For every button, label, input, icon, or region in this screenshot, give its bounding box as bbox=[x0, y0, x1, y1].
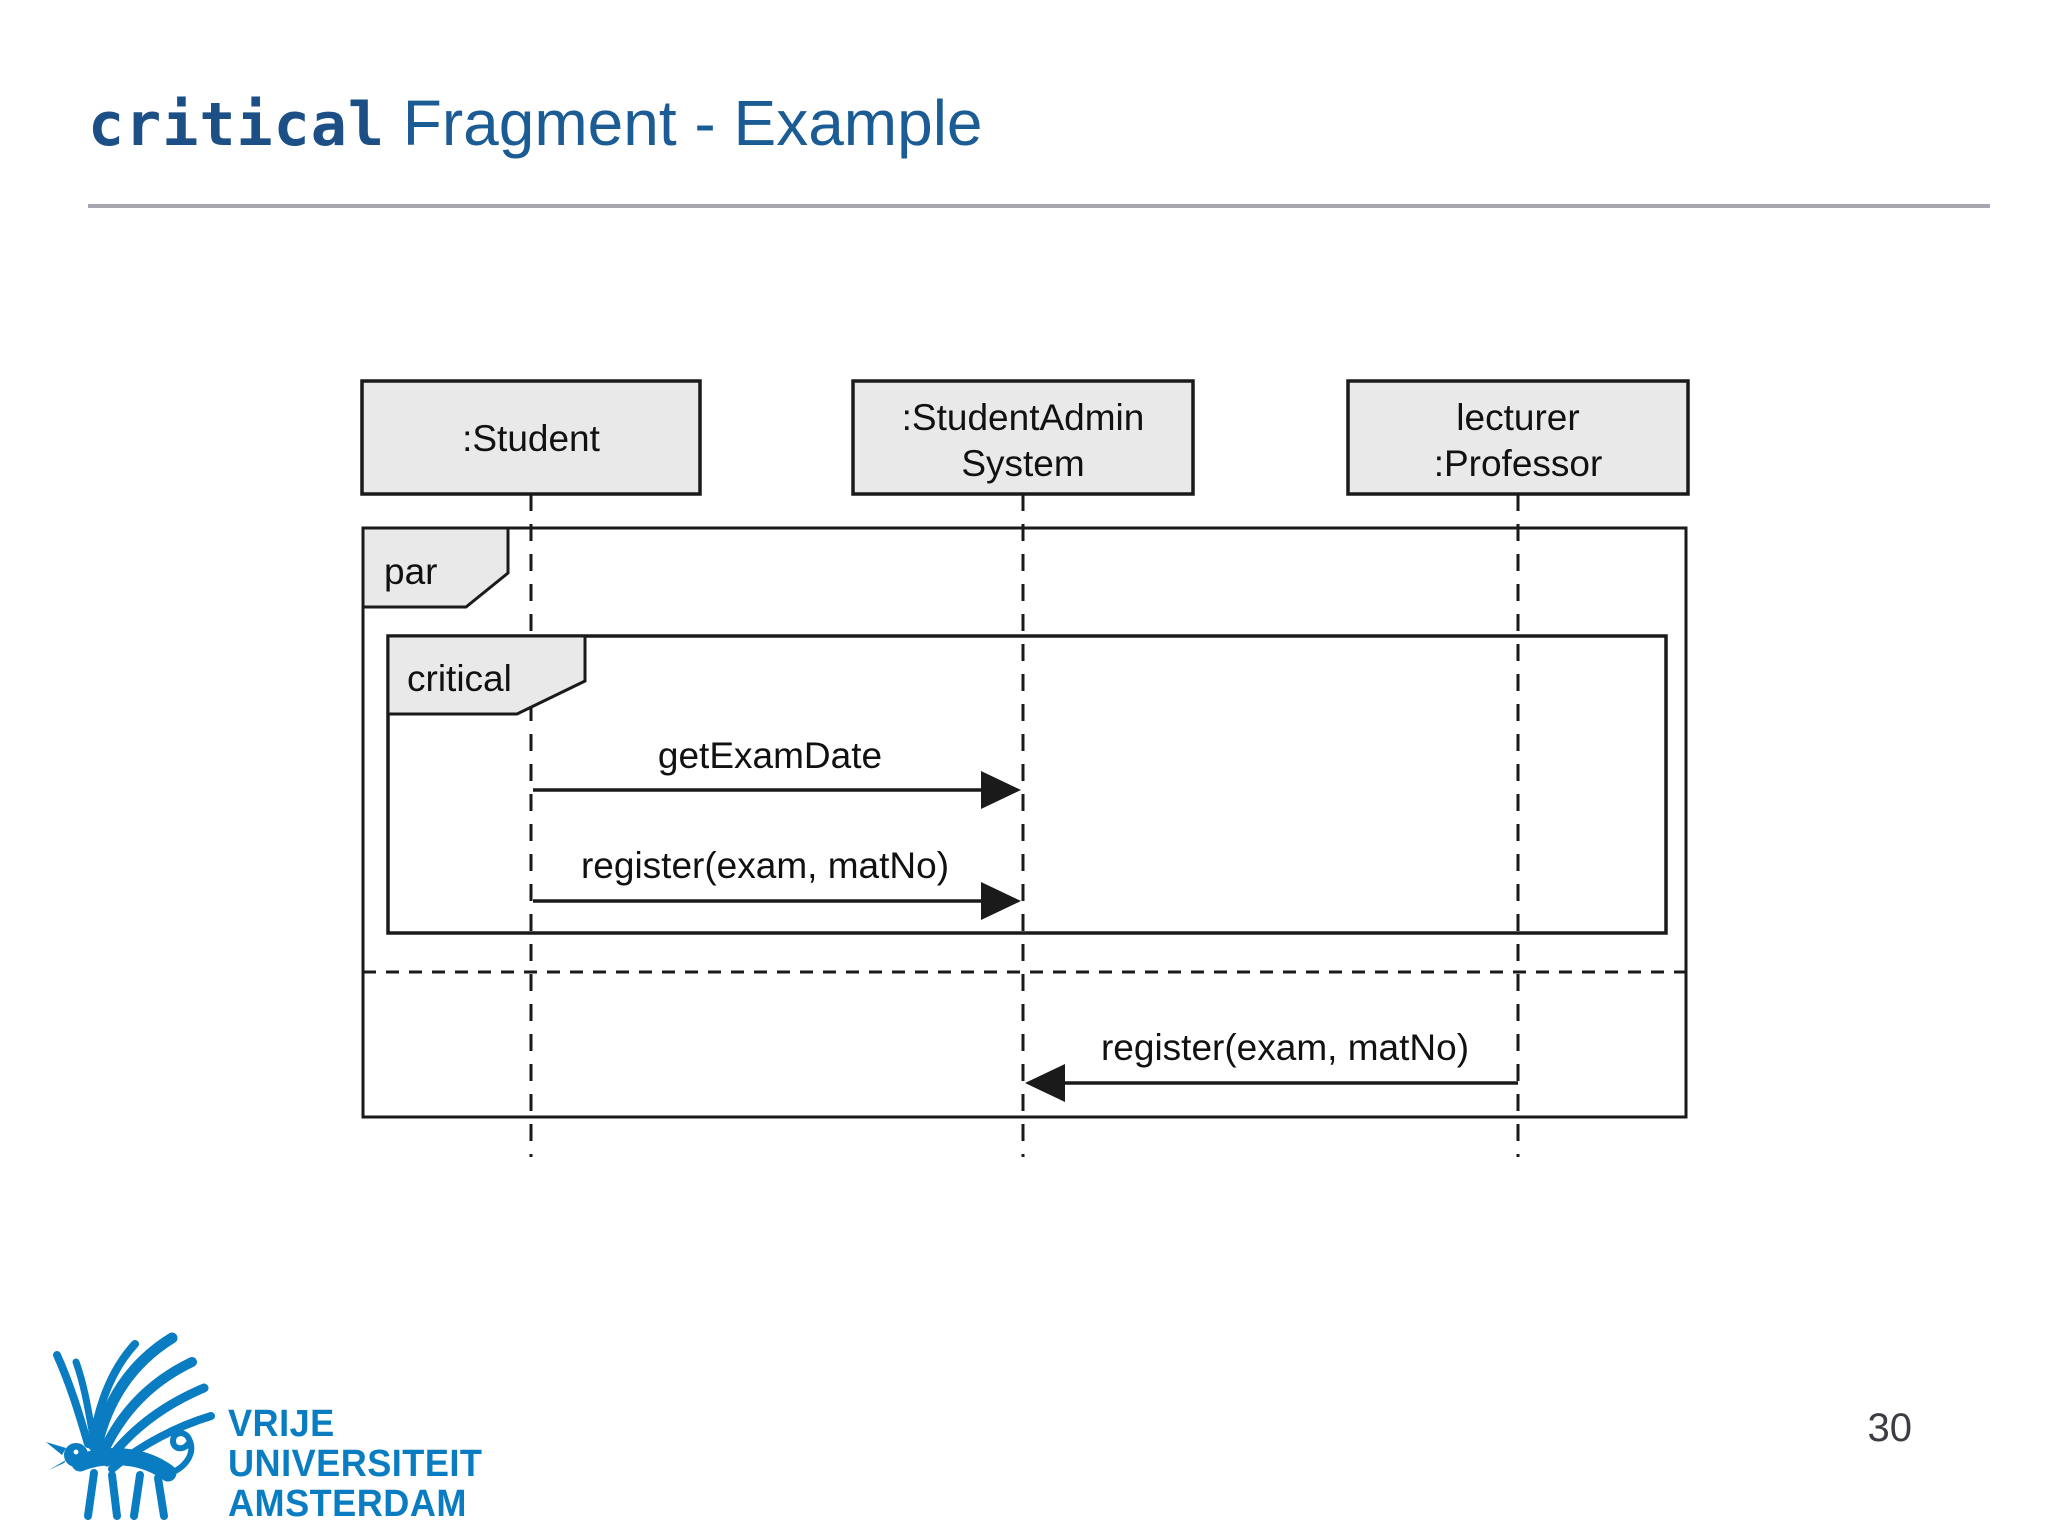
message-label-register-student: register(exam, matNo) bbox=[581, 845, 949, 886]
page-title: critical Fragment - Example bbox=[88, 88, 983, 158]
lifeline-label-student: :Student bbox=[462, 418, 601, 459]
par-operator-pentagon bbox=[361, 526, 510, 609]
title-rest-part: Fragment - Example bbox=[384, 87, 983, 159]
message-arrowhead-get-exam-date bbox=[981, 771, 1021, 809]
critical-operator-label: critical bbox=[407, 658, 512, 699]
critical-fragment-frame bbox=[386, 634, 1668, 935]
par-fragment-frame bbox=[361, 526, 1688, 1119]
message-label-get-exam-date: getExamDate bbox=[658, 735, 882, 776]
vu-griffin-logo-icon bbox=[46, 1332, 215, 1520]
lifeline-head-student-admin-system bbox=[851, 379, 1195, 496]
lifeline-head-professor bbox=[1346, 379, 1690, 496]
vu-logo-line3: AMSTERDAM bbox=[228, 1483, 467, 1525]
lifeline-label-professor-line2: :Professor bbox=[1434, 443, 1603, 484]
vu-logo-wordmark: VRIJE UNIVERSITEIT AMSTERDAM bbox=[228, 1404, 482, 1524]
lifeline-label-student-admin-line1: :StudentAdmin bbox=[902, 397, 1145, 438]
message-arrowhead-register-professor bbox=[1025, 1064, 1065, 1102]
message-arrowhead-register-student bbox=[981, 882, 1021, 920]
page-number: 30 bbox=[1867, 1406, 1913, 1450]
title-code-part: critical bbox=[88, 90, 385, 160]
lifeline-label-professor-line1: lecturer bbox=[1456, 397, 1579, 438]
critical-operator-pentagon bbox=[386, 634, 587, 716]
title-divider bbox=[88, 204, 1990, 208]
lifeline-label-student-admin-line2: System bbox=[961, 443, 1084, 484]
lifeline-head-student bbox=[360, 379, 702, 496]
vu-logo-line1: VRIJE bbox=[228, 1403, 335, 1445]
message-label-register-professor: register(exam, matNo) bbox=[1101, 1027, 1469, 1068]
par-operator-label: par bbox=[384, 551, 437, 592]
vu-logo-line2: UNIVERSITEIT bbox=[228, 1443, 483, 1485]
